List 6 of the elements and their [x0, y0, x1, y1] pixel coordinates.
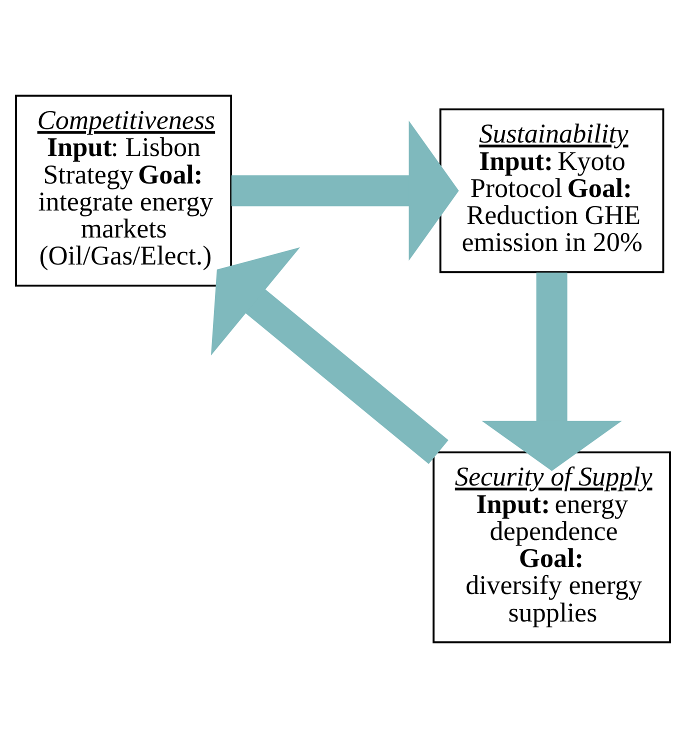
node-box: Security of Supply Input: energy dependence Goal: diversify energy supplies	[432, 451, 671, 644]
arrow	[210, 247, 448, 464]
node-box: Sustainability Input: Kyoto Protocol Goal: Reduction GHE emission in 20%	[439, 108, 664, 274]
node-box: Competitiveness Input: Lisbon Strategy Goal: integrate energy markets (Oil/Gas/Elect.)	[15, 94, 232, 287]
arrow	[482, 272, 622, 471]
arrow	[231, 120, 459, 261]
